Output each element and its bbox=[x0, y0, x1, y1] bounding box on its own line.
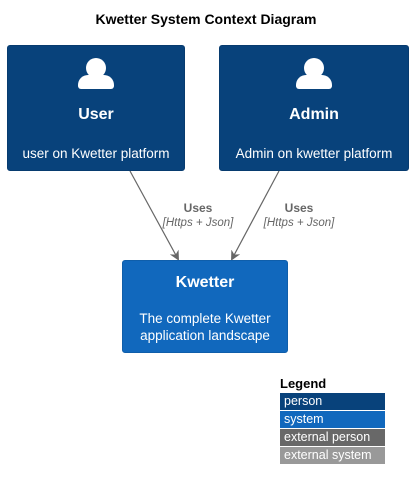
person-description: Admin on kwetter platform bbox=[235, 146, 393, 161]
person-icon bbox=[296, 58, 332, 89]
legend-title: Legend bbox=[280, 376, 327, 391]
legend: Legend person system external person ext… bbox=[280, 376, 385, 465]
relation-technology: [Https + Json] bbox=[263, 217, 335, 229]
arrow-admin-to-kwetter bbox=[231, 170, 280, 261]
person-name: User bbox=[78, 106, 114, 123]
relation-label-user: Uses [Https + Json] bbox=[160, 201, 236, 231]
system-kwetter: Kwetter The complete Kwetter application… bbox=[122, 260, 288, 353]
system-description-line2: application landscape bbox=[140, 328, 270, 343]
legend-item-person: person bbox=[280, 393, 385, 410]
system-description-line1: The complete Kwetter bbox=[139, 311, 271, 326]
person-user: User user on Kwetter platform bbox=[7, 45, 185, 171]
relation-verb: Uses bbox=[183, 201, 213, 215]
diagram-title: Kwetter System Context Diagram bbox=[95, 11, 317, 27]
arrow-user-to-kwetter bbox=[129, 170, 179, 261]
relation-label-admin: Uses [Https + Json] bbox=[261, 201, 337, 231]
system-name: Kwetter bbox=[175, 274, 235, 291]
legend-item-system: system bbox=[280, 411, 385, 428]
person-icon bbox=[78, 58, 114, 89]
person-name: Admin bbox=[289, 106, 339, 123]
person-description: user on Kwetter platform bbox=[22, 146, 170, 161]
legend-item-external-system: external system bbox=[280, 447, 385, 464]
system-description: The complete Kwetter application landsca… bbox=[123, 310, 287, 344]
relation-technology: [Https + Json] bbox=[162, 217, 234, 229]
person-admin: Admin Admin on kwetter platform bbox=[219, 45, 409, 171]
relation-verb: Uses bbox=[284, 201, 314, 215]
legend-item-external-person: external person bbox=[280, 429, 385, 446]
